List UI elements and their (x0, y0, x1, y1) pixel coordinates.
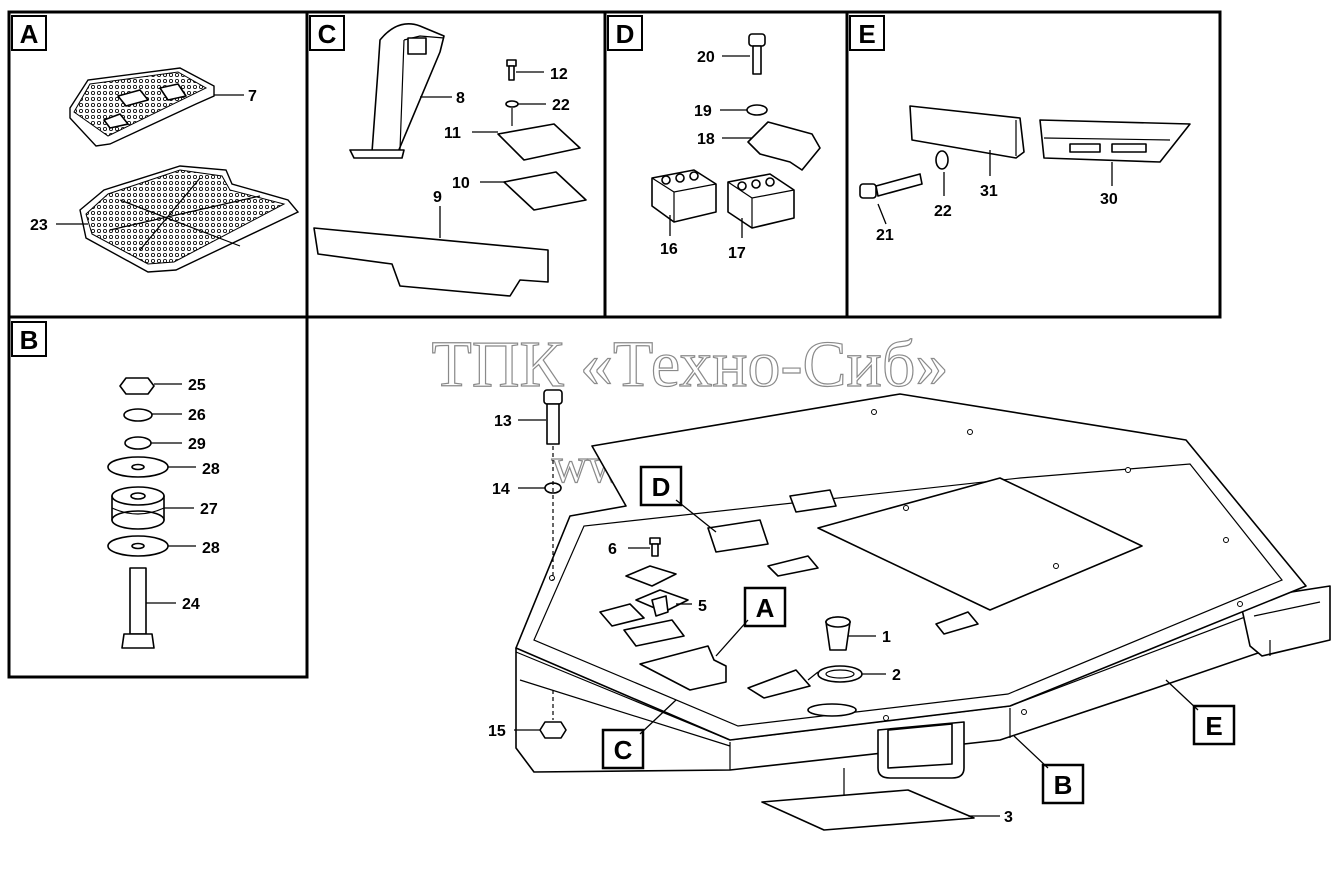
mount-block-16 (651, 169, 717, 223)
cutout-a (639, 645, 727, 691)
leader-ref-e (1165, 679, 1199, 711)
bolt-12 (506, 59, 517, 81)
callout-14: 14 (492, 481, 510, 498)
svg-text:E: E (858, 19, 875, 49)
svg-text:D: D (652, 472, 671, 502)
plate-10 (503, 171, 587, 211)
callout-28-top: 28 (202, 461, 220, 478)
callout-1: 1 (882, 629, 891, 646)
callout-9: 9 (433, 189, 442, 206)
svg-text:B: B (1054, 770, 1073, 800)
floor-plate (515, 393, 1331, 779)
lever-housing (349, 23, 445, 159)
plate-11 (497, 123, 581, 161)
callout-24: 24 (182, 596, 200, 613)
leader-ref-c (639, 699, 677, 735)
svg-text:C: C (318, 19, 337, 49)
ref-d: D (639, 465, 683, 507)
panel-label-c: C (309, 15, 345, 51)
washer-29 (124, 436, 152, 450)
svg-text:A: A (20, 19, 39, 49)
callout-26: 26 (188, 407, 206, 424)
callout-13: 13 (494, 413, 512, 430)
washer-28-top-hole (131, 463, 145, 471)
trim-31 (909, 105, 1025, 159)
plate-9 (313, 227, 549, 297)
callout-25: 25 (188, 377, 206, 394)
callout-22-c: 22 (552, 97, 570, 114)
mat-upper (69, 67, 215, 147)
mat-3 (761, 789, 975, 831)
panel-label-d: D (607, 15, 643, 51)
mount-block-17 (727, 173, 795, 229)
callout-8: 8 (456, 90, 465, 107)
callout-11: 11 (444, 125, 461, 142)
callout-29: 29 (188, 436, 206, 453)
bolt-13 (543, 389, 563, 445)
nut-15 (539, 721, 567, 739)
trim-30 (1039, 119, 1191, 163)
callout-5: 5 (698, 598, 707, 615)
leader-ref-a (715, 619, 749, 657)
panel-label-e: E (849, 15, 885, 51)
mat-lower (79, 165, 300, 273)
callout-16: 16 (660, 241, 678, 258)
svg-text:D: D (616, 19, 635, 49)
nut-25 (119, 377, 155, 395)
ref-b: B (1041, 763, 1085, 805)
leader-ref-d (675, 499, 717, 533)
washer-22-e (935, 150, 949, 170)
callout-7: 7 (248, 88, 257, 105)
svg-text:C: C (614, 735, 633, 765)
knob-1 (825, 616, 851, 651)
leader-21 (877, 203, 887, 225)
bolt-6 (649, 537, 661, 557)
callout-15: 15 (488, 723, 506, 740)
washer-19 (746, 104, 768, 116)
clip-5 (635, 589, 689, 617)
bolt-20 (748, 33, 766, 75)
callout-28-bottom: 28 (202, 540, 220, 557)
callout-10: 10 (452, 175, 470, 192)
callout-22-e: 22 (934, 203, 952, 220)
callout-20: 20 (697, 49, 715, 66)
ref-e: E (1192, 704, 1236, 746)
plate-18 (747, 121, 821, 171)
svg-text:E: E (1205, 711, 1222, 741)
callout-6: 6 (608, 541, 617, 558)
svg-text:A: A (756, 593, 775, 623)
callout-12: 12 (550, 66, 568, 83)
callout-23: 23 (30, 217, 48, 234)
svg-text:B: B (20, 325, 39, 355)
callout-31: 31 (980, 183, 998, 200)
callout-2: 2 (892, 667, 901, 684)
callout-21: 21 (876, 227, 894, 244)
washer-22-c (505, 100, 519, 108)
washer-26 (123, 408, 153, 422)
leader-ref-b (1013, 735, 1049, 769)
bolt-21 (859, 173, 923, 199)
rubber-mount-27 (111, 486, 165, 530)
callout-27: 27 (200, 501, 218, 518)
panel-label-a: A (11, 15, 47, 51)
callout-17: 17 (728, 245, 746, 262)
callout-19: 19 (694, 103, 712, 120)
panel-frames (7, 10, 1222, 679)
ref-c: C (601, 728, 645, 770)
bracket-6 (625, 565, 677, 587)
washer-28-bottom-hole (131, 542, 145, 550)
callout-30: 30 (1100, 191, 1118, 208)
panel-label-b: B (11, 321, 47, 357)
ref-a: A (743, 586, 787, 628)
watermark-company: ТПК «Техно-Сиб» (432, 328, 949, 401)
bolt-24 (121, 567, 155, 649)
callout-3: 3 (1004, 809, 1013, 826)
callout-18: 18 (697, 131, 715, 148)
